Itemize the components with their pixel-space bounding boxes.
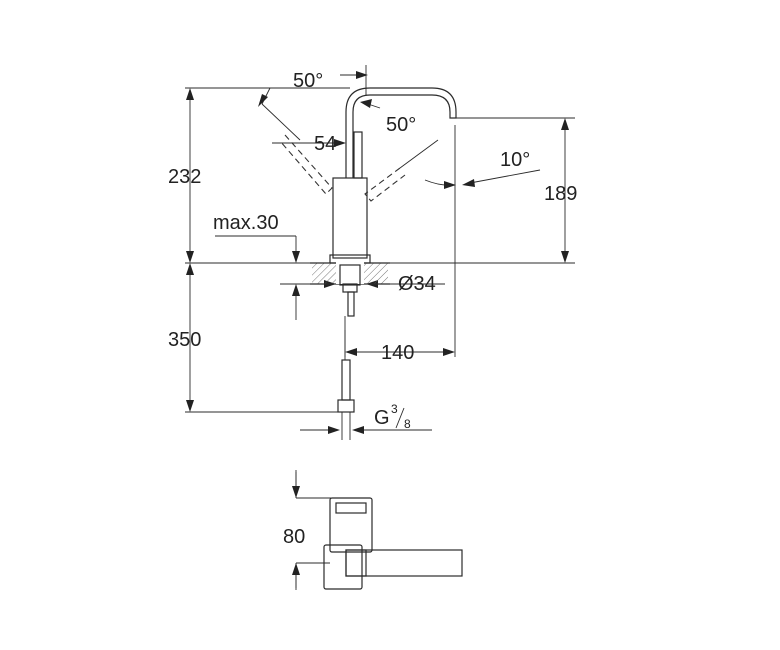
dimension-80: 80 <box>283 472 305 588</box>
dimension-140: 140 <box>345 342 455 364</box>
angle-50-lever-label: 50° <box>386 114 416 136</box>
angle-10: 10° <box>424 149 541 189</box>
dim-max30-label: max.30 <box>213 212 279 234</box>
angle-50-spout: 50° <box>258 65 368 141</box>
angle-50-lever: 50° <box>360 99 439 169</box>
dim-g-numerator: 3 <box>391 402 398 416</box>
dim-350-label: 350 <box>168 329 201 351</box>
dim-80-label: 80 <box>283 526 305 548</box>
handle-detail <box>323 497 463 590</box>
dim-140-label: 140 <box>381 342 414 364</box>
faucet-side-view <box>279 87 457 440</box>
dimension-connection: G 3 8 <box>300 402 432 434</box>
dim-54-label: 54 <box>314 133 336 155</box>
angle-50-top-label: 50° <box>293 70 323 92</box>
dim-d34-label: Ø34 <box>398 273 436 295</box>
dim-g-denominator: 8 <box>404 417 411 431</box>
dimension-max-30: max.30 <box>213 212 330 320</box>
dim-232-label: 232 <box>168 166 201 188</box>
dimension-350: 350 <box>168 263 201 412</box>
angle-10-label: 10° <box>500 149 530 171</box>
dim-189-label: 189 <box>544 183 577 205</box>
dimension-189: 189 <box>544 118 577 263</box>
dim-g-label: G <box>374 407 390 429</box>
dimension-232: 232 <box>168 88 201 263</box>
